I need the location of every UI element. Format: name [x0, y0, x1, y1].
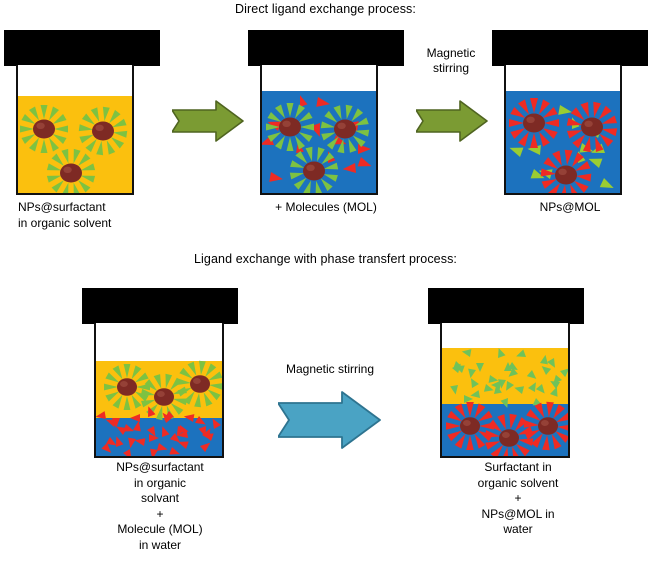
- nanoparticle-group: [509, 98, 618, 193]
- surfactant-spokes: [78, 106, 128, 156]
- surfactant-spokes: [20, 105, 68, 153]
- bottom-stirring-label: Magnetic stirring: [285, 362, 375, 376]
- nanoparticle-core: [499, 429, 519, 447]
- surfactant-spokes: [176, 360, 222, 408]
- beaker-5-contents: [446, 348, 568, 456]
- molecule-spokes: [509, 98, 559, 148]
- beaker-2-caption: + Molecules (MOL): [275, 200, 377, 214]
- surfactant-spokes: [104, 364, 150, 410]
- nanoparticle-core: [581, 117, 603, 137]
- beaker-body: [440, 323, 570, 458]
- nanoparticle-core: [154, 388, 174, 406]
- molecule-spokes: [446, 402, 494, 450]
- beaker-body: [16, 65, 134, 195]
- molecule-spokes: [566, 101, 618, 153]
- nanoparticle-core: [279, 117, 301, 137]
- arrow-1: [172, 100, 244, 142]
- nanoparticle-core: [33, 119, 55, 139]
- beaker-5: [428, 288, 584, 458]
- beaker-cap: [428, 288, 584, 324]
- nanoparticle-group: [446, 401, 568, 456]
- beaker-4-caption: NPs@surfactant in organic solvant + Mole…: [116, 460, 204, 552]
- surfactant-spokes: [266, 103, 314, 151]
- surfactant-spokes: [46, 148, 96, 193]
- beaker-cap: [492, 30, 648, 66]
- beaker-cap: [82, 288, 238, 324]
- molecule-spokes: [484, 413, 534, 456]
- beaker-body: [504, 65, 622, 195]
- nanoparticle-core: [523, 113, 545, 133]
- beaker-1-contents: [20, 105, 128, 193]
- beaker-body: [94, 323, 224, 458]
- molecule-spokes: [523, 401, 568, 451]
- beaker-2: [248, 30, 404, 195]
- beaker-2-contents: [262, 95, 372, 193]
- nanoparticle-core: [117, 378, 137, 396]
- free-molecule-group: [96, 406, 221, 456]
- nanoparticle-core: [334, 119, 356, 139]
- nanoparticle-group: [104, 360, 222, 421]
- beaker-4: [82, 288, 238, 458]
- top-process-title: Direct ligand exchange process:: [235, 2, 416, 16]
- arrow-2: [416, 100, 488, 142]
- beaker-3-contents: [509, 98, 618, 193]
- nanoparticle-core: [60, 163, 82, 183]
- beaker-3: [492, 30, 648, 195]
- free-surfactant-group: [450, 348, 568, 408]
- beaker-body: [260, 65, 378, 195]
- arrow-3: [278, 391, 381, 449]
- top-stirring-label: Magnetic stirring: [426, 46, 476, 75]
- beaker-5-caption: Surfactant in organic solvent + NPs@MOL …: [477, 460, 559, 536]
- beaker-cap: [4, 30, 160, 66]
- beaker-1-caption: NPs@surfactant in organic solvent: [18, 200, 112, 230]
- beaker-3-caption: NPs@MOL: [539, 200, 601, 214]
- beaker-cap: [248, 30, 404, 66]
- nanoparticle-core: [92, 121, 114, 141]
- nanoparticle-core: [190, 375, 210, 393]
- nanoparticle-core: [303, 161, 325, 181]
- surfactant-spokes: [289, 146, 339, 193]
- beaker-4-contents: [96, 360, 222, 456]
- nanoparticle-core: [555, 165, 577, 185]
- beaker-1: [4, 30, 160, 195]
- bottom-process-title: Ligand exchange with phase transfert pro…: [194, 252, 457, 266]
- nanoparticle-core: [538, 417, 558, 435]
- surfactant-spokes: [320, 104, 370, 154]
- molecule-spokes: [540, 149, 592, 193]
- nanoparticle-group: [266, 103, 370, 193]
- organic-phase-layer: [442, 348, 568, 404]
- nanoparticle-core: [460, 417, 480, 435]
- nanoparticle-group: [20, 105, 128, 193]
